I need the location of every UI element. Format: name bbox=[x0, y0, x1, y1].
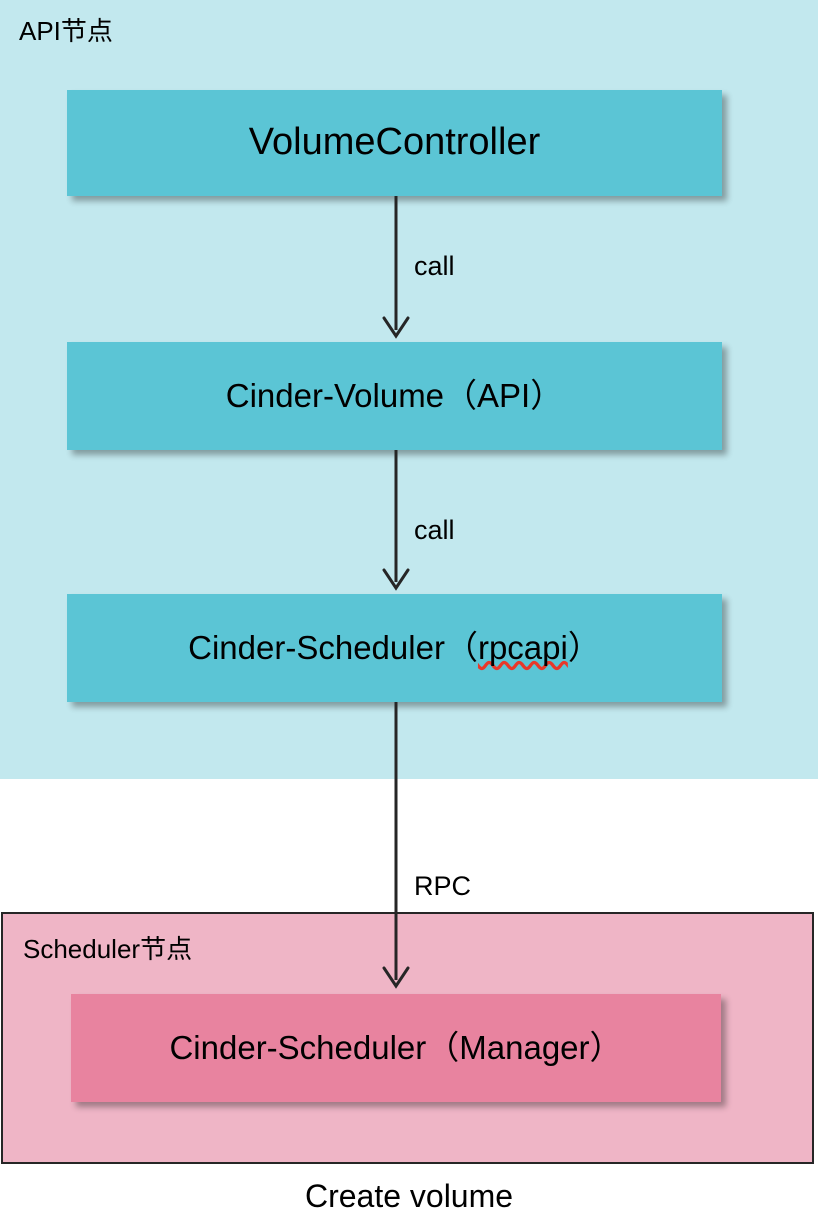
node-cinder-volume-api[interactable]: Cinder-Volume（API） bbox=[67, 342, 722, 450]
node-label-cinder-scheduler-rpcapi-prefix: Cinder-Scheduler（ bbox=[188, 628, 478, 666]
node-volume-controller[interactable]: VolumeController bbox=[67, 90, 722, 196]
node-label-volume-controller: VolumeController bbox=[248, 121, 541, 164]
section-api-node: API节点 VolumeController Cinder-Volume（API… bbox=[0, 0, 818, 779]
node-cinder-scheduler-manager[interactable]: Cinder-Scheduler（Manager） bbox=[71, 994, 721, 1102]
node-label-cinder-scheduler-manager: Cinder-Scheduler（Manager） bbox=[169, 1028, 623, 1066]
edge-label-call-2: call bbox=[414, 515, 455, 545]
edge-label-call-1: call bbox=[414, 251, 455, 281]
node-label-cinder-scheduler-rpcapi-misspelled: rpcapi bbox=[477, 628, 568, 666]
edge-label-rpc: RPC bbox=[414, 871, 472, 901]
section-scheduler-node: Scheduler节点 Cinder-Scheduler（Manager） bbox=[1, 912, 814, 1164]
section-label-scheduler-node: Scheduler节点 bbox=[23, 934, 193, 964]
node-label-cinder-scheduler-rpcapi-suffix: ） bbox=[567, 628, 601, 666]
node-cinder-scheduler-rpcapi[interactable]: Cinder-Scheduler（rpcapi） bbox=[67, 594, 722, 702]
section-label-api-node: API节点 bbox=[19, 16, 113, 46]
node-label-cinder-volume-api: Cinder-Volume（API） bbox=[225, 376, 564, 414]
diagram-caption: Create volume bbox=[304, 1178, 514, 1214]
